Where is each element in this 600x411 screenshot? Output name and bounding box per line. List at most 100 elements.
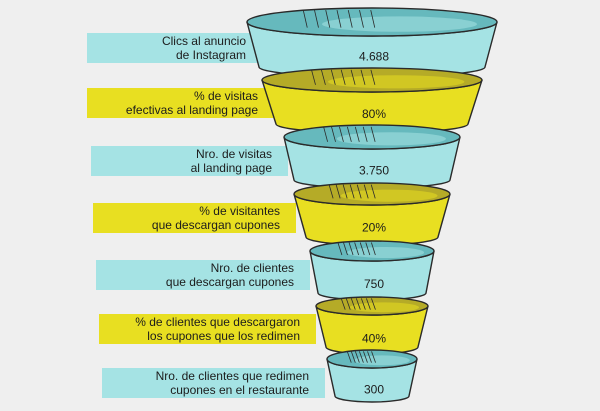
stage-label-line: % de visitas (194, 89, 258, 103)
funnel-ring-highlight (349, 302, 420, 313)
funnel-ring-highlight (328, 75, 465, 89)
hatch-line (371, 351, 376, 363)
hatch-line (355, 298, 361, 310)
stage-label-line: al landing page (191, 161, 273, 175)
hatch-line (345, 298, 351, 310)
funnel-ring-highlight (322, 16, 477, 32)
hatch-line (363, 184, 369, 199)
label-banner (102, 368, 325, 398)
hatch-line (370, 126, 376, 142)
hatch-line (339, 126, 344, 142)
hatch-line (370, 69, 376, 85)
label-banner (87, 33, 262, 63)
hatch-line (360, 298, 366, 310)
hatch-line (321, 69, 326, 85)
hatch-line (337, 242, 343, 256)
stage-label-line: Nro. de clientes (211, 261, 294, 275)
funnel-ring-hatching (328, 184, 376, 199)
hatch-line (354, 126, 360, 142)
funnel-ring-highlight (347, 247, 425, 258)
stage-value: 300 (364, 383, 384, 397)
hatch-line (330, 69, 336, 85)
hatch-line (335, 184, 341, 199)
hatch-line (350, 298, 356, 310)
hatch-line (359, 351, 364, 363)
hatch-line (348, 242, 354, 256)
hatch-line (359, 242, 365, 256)
label-banner (96, 260, 310, 290)
hatch-line (311, 69, 316, 85)
hatch-line (360, 69, 366, 85)
stage-label-line: cupones en el restaurante (170, 383, 309, 397)
hatch-line (302, 10, 308, 28)
stage-label-line: Nro. de visitas (196, 147, 272, 161)
hatch-line (342, 184, 348, 199)
hatch-line (347, 10, 353, 28)
hatch-line (336, 10, 342, 28)
label-banner (91, 146, 288, 176)
hatch-line (340, 69, 346, 85)
hatch-line (371, 298, 376, 310)
hatch-line (346, 351, 352, 363)
funnel-ring-hatching (302, 10, 376, 28)
label-banner (93, 203, 296, 233)
stage-value: 4.688 (359, 50, 389, 64)
hatch-line (346, 126, 352, 142)
hatch-line (370, 184, 376, 199)
stage-value: 80% (362, 107, 386, 121)
funnel-ring-hatching (346, 351, 376, 363)
funnel-ring-hatching (337, 242, 376, 256)
stage-label-line: Nro. de clientes que redimen (156, 369, 309, 383)
hatch-line (331, 126, 336, 142)
hatch-line (328, 184, 334, 199)
stage-value: 750 (364, 277, 384, 291)
label-banner (87, 88, 274, 118)
hatch-line (325, 10, 331, 28)
stage-label-line: de Instagram (176, 48, 246, 62)
hatch-line (370, 242, 376, 256)
stage-label-line: efectivas al landing page (126, 103, 258, 117)
funnel-ring-highlight (340, 189, 438, 202)
hatch-line (314, 10, 319, 28)
hatch-line (343, 242, 348, 256)
hatch-line (359, 10, 364, 28)
hatch-line (363, 351, 368, 363)
stage-label-line: % de visitantes (199, 204, 280, 218)
stage-value: 20% (362, 221, 386, 235)
hatch-line (323, 126, 328, 142)
funnel-ring-hatching (311, 69, 376, 85)
funnel-ring-highlight (354, 355, 410, 366)
hatch-line (367, 351, 372, 363)
stage-label-line: % de clientes que descargaron (135, 315, 300, 329)
hatch-line (354, 242, 360, 256)
hatch-line (356, 184, 362, 199)
funnel-ring-hatching (323, 126, 376, 142)
hatch-line (350, 69, 356, 85)
hatch-line (354, 351, 360, 363)
funnel-ring-highlight (336, 132, 446, 146)
hatch-line (362, 126, 368, 142)
stage-label-line: que descargan cupones (152, 218, 280, 232)
hatch-line (349, 184, 355, 199)
hatch-line (370, 10, 376, 28)
label-banner (99, 314, 316, 344)
hatch-line (365, 242, 371, 256)
stage-label-line: Clics al anuncio (162, 34, 246, 48)
stage-label-line: que descargan cupones (166, 275, 294, 289)
stage-label-line: los cupones que los redimen (147, 329, 300, 343)
hatch-line (350, 351, 356, 363)
stage-value: 3.750 (359, 164, 389, 178)
hatch-line (366, 298, 371, 310)
hatch-line (340, 298, 346, 310)
funnel-ring-hatching (340, 298, 376, 310)
stage-value: 40% (362, 332, 386, 346)
